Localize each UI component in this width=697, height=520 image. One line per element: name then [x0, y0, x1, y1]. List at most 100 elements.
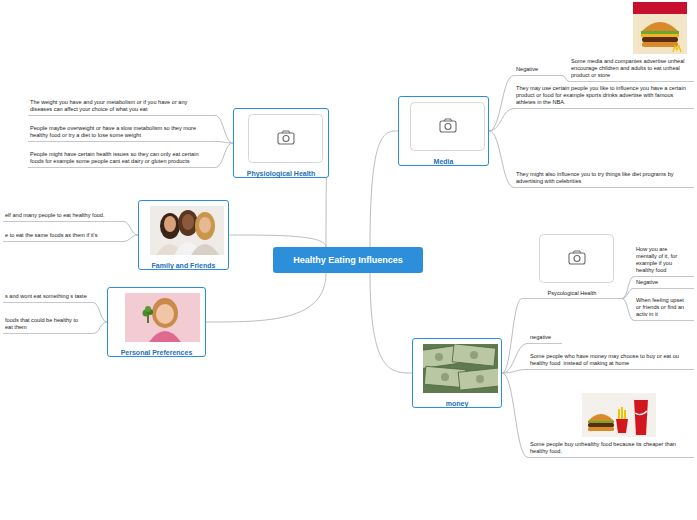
branch-connector [622, 276, 634, 298]
image-part [539, 234, 614, 283]
image-part [574, 256, 580, 262]
image-part [588, 421, 614, 423]
image-part [618, 407, 626, 421]
image-part [150, 206, 224, 255]
subtopic: foods that could be healthy to eat them [3, 317, 93, 334]
branch-connector [502, 373, 528, 457]
topic-label: They may use certain people you like to … [516, 85, 688, 106]
image-part [125, 293, 200, 342]
topic-label: Negative [636, 279, 688, 286]
subtopic: negative [528, 334, 562, 344]
image-part [248, 114, 323, 163]
image-part [569, 253, 585, 264]
topic-image [633, 2, 688, 58]
image-part [160, 213, 180, 239]
image-part [441, 373, 449, 381]
topic-image [530, 234, 622, 287]
branch-connector [93, 302, 107, 322]
branch-connector [215, 143, 233, 167]
image-part [182, 214, 194, 230]
topic-image [119, 293, 205, 346]
topic-image [146, 206, 228, 259]
topic-label: e to eat the same foods as them if it's [5, 232, 117, 239]
topic-label: Negative [516, 66, 556, 73]
image-part [634, 399, 648, 435]
image-part [152, 298, 178, 328]
topic-label: elf and many people to eat healthy food. [5, 212, 117, 219]
topic-label: s and wont eat something s taste [5, 293, 87, 300]
topic-image [406, 102, 488, 155]
subtopic: Some people who have money may choose to… [528, 353, 694, 370]
branch-connector [206, 273, 326, 322]
subtopic: Some media and companies advertise unhea… [569, 2, 694, 82]
image-part [278, 133, 294, 144]
branch-box: Personal Preferences [107, 287, 206, 357]
topic-label: People maybe overweight or have a slow m… [30, 125, 209, 139]
subtopic: They may use certain people you like to … [514, 85, 694, 109]
image-part [582, 393, 656, 437]
image-part [476, 375, 484, 383]
image-part [282, 131, 290, 133]
branch-connector [370, 131, 398, 247]
topic-label: Some people who have money may choose to… [530, 353, 688, 367]
image-part [573, 251, 581, 253]
image-part [410, 102, 485, 151]
branch-connector [489, 75, 514, 131]
image-part [642, 42, 678, 47]
image-part [642, 37, 678, 42]
image-part [164, 216, 176, 232]
branch-connector [93, 322, 107, 333]
topic-label: How you are mentally of it, for example … [636, 246, 688, 274]
image-part [621, 407, 623, 421]
topic-label: Media [399, 158, 488, 165]
subtopic: People might have certain health issues … [28, 151, 215, 168]
topic-label: The weight you have and your metabolism … [30, 99, 209, 113]
image-part [588, 423, 614, 427]
image-part [149, 331, 181, 342]
subtopic: How you are mentally of it, for example … [634, 246, 694, 277]
branch-connector [215, 141, 233, 143]
image-part [633, 2, 687, 54]
image-part [673, 46, 681, 52]
topic-label: People might have certain health issues … [30, 151, 209, 165]
image-part [642, 22, 678, 31]
image-part [633, 2, 687, 54]
image-part [616, 419, 628, 433]
topic-label: Healthy Eating Influences [293, 255, 403, 265]
image-part [633, 2, 687, 14]
topic-label: Some media and companies advertise unhea… [571, 58, 688, 79]
topic-image [582, 393, 688, 441]
image-part [641, 34, 679, 37]
branch-box: Physiological Health [233, 108, 329, 178]
topic-label: Some people buy unhealthy food because i… [530, 441, 688, 455]
branch-box: Media [398, 96, 489, 166]
branch-connector [489, 108, 514, 131]
topic-label: When feeling upset or friends or find an… [636, 297, 688, 318]
image-part [199, 217, 211, 233]
branch-connector [562, 75, 569, 81]
topic-label: They might also influence you to try thi… [516, 171, 688, 185]
subtopic: They might also influence you to try thi… [514, 171, 694, 188]
image-part [539, 235, 613, 283]
branch-connector [502, 299, 522, 374]
branch-connector [502, 343, 528, 373]
image-part [641, 31, 679, 34]
subtopic: s and wont eat something s taste [3, 293, 93, 303]
image-part [150, 206, 224, 255]
topic-image [419, 344, 501, 397]
image-part [440, 121, 456, 132]
image-part [633, 397, 649, 400]
central-topic: Healthy Eating Influences [273, 247, 423, 273]
image-part [125, 293, 200, 342]
topic-label: Physiological Health [234, 170, 328, 177]
topic-label: money [413, 400, 501, 407]
branch-connector [215, 115, 233, 143]
image-part [195, 212, 215, 240]
image-part [191, 244, 219, 255]
branch-connector [489, 131, 514, 187]
branch-connector [622, 288, 634, 298]
branch-connector [622, 299, 634, 321]
image-part [423, 344, 498, 390]
topic-image [243, 114, 328, 167]
topic-label: negative [530, 334, 556, 341]
